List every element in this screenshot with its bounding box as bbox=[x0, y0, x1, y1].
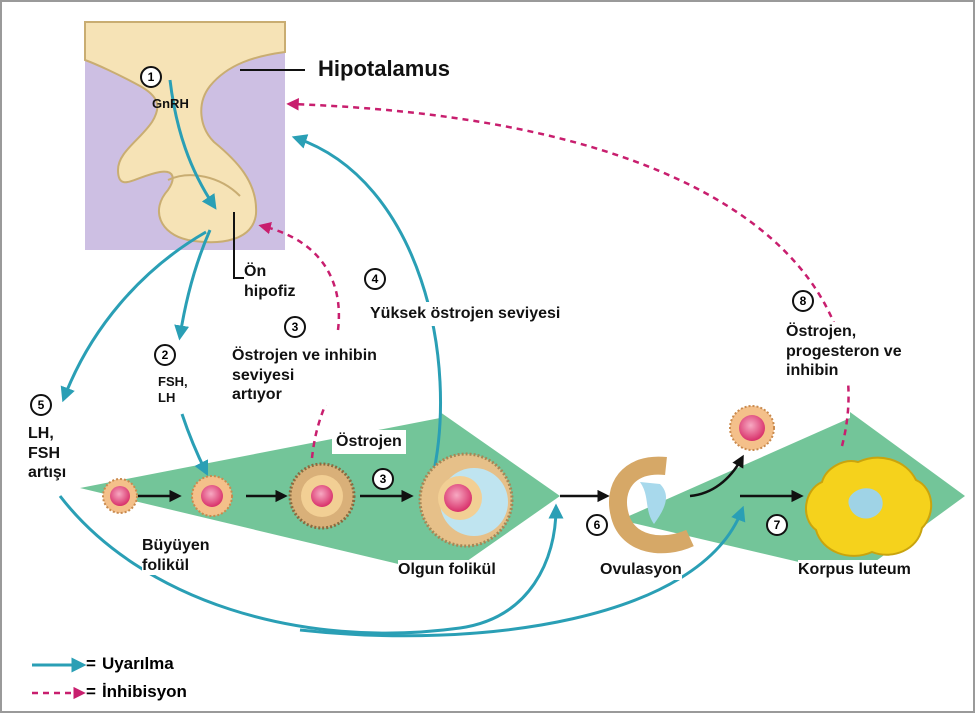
high-estrogen-label: Yüksek östrojen seviyesi bbox=[366, 302, 564, 326]
estrogen-label: Östrojen bbox=[332, 430, 406, 454]
legend-inhibition: = İnhibisyon bbox=[86, 682, 187, 702]
primary-follicle bbox=[103, 479, 137, 513]
luteal-hormones-label: Östrojen, progesteron ve inhibin bbox=[786, 322, 902, 381]
step-8-marker: 8 bbox=[792, 290, 814, 312]
step-3-marker-top: 3 bbox=[284, 316, 306, 338]
mature-follicle-label: Olgun folikül bbox=[398, 560, 496, 580]
gnrh-label: GnRH bbox=[152, 96, 189, 112]
step-2-marker: 2 bbox=[154, 344, 176, 366]
ovulation-label: Ovulasyon bbox=[600, 560, 682, 580]
fsh-lh-to-follicle-arrow bbox=[182, 414, 206, 472]
released-ovum bbox=[730, 406, 774, 450]
legend-stimulation-label: Uyarılma bbox=[102, 654, 174, 674]
step-6-marker: 6 bbox=[586, 514, 608, 536]
growing-follicle bbox=[192, 476, 232, 516]
mature-follicle bbox=[420, 454, 512, 546]
step-4-marker: 4 bbox=[364, 268, 386, 290]
step-5-marker: 5 bbox=[30, 394, 52, 416]
step-7-marker: 7 bbox=[766, 514, 788, 536]
hypothalamus-label: Hipotalamus bbox=[318, 56, 450, 83]
growing-follicle-label: Büyüyen folikül bbox=[142, 536, 210, 575]
legend-equals: = bbox=[86, 682, 96, 702]
step-1-marker: 1 bbox=[140, 66, 162, 88]
legend-stimulation: = Uyarılma bbox=[86, 654, 174, 674]
estrogen-inhibin-rising-label: Östrojen ve inhibin seviyesi artıyor bbox=[232, 346, 377, 405]
corpus-luteum-label: Korpus luteum bbox=[798, 560, 911, 580]
secondary-follicle bbox=[290, 464, 354, 528]
fsh-lh-label: FSH, LH bbox=[158, 374, 188, 406]
lh-fsh-surge-label: LH, FSH artışı bbox=[28, 424, 66, 483]
anterior-pituitary-label: Ön hipofiz bbox=[244, 262, 296, 301]
step-3-marker-bottom: 3 bbox=[372, 468, 394, 490]
legend-inhibition-label: İnhibisyon bbox=[102, 682, 187, 702]
legend-equals: = bbox=[86, 654, 96, 674]
